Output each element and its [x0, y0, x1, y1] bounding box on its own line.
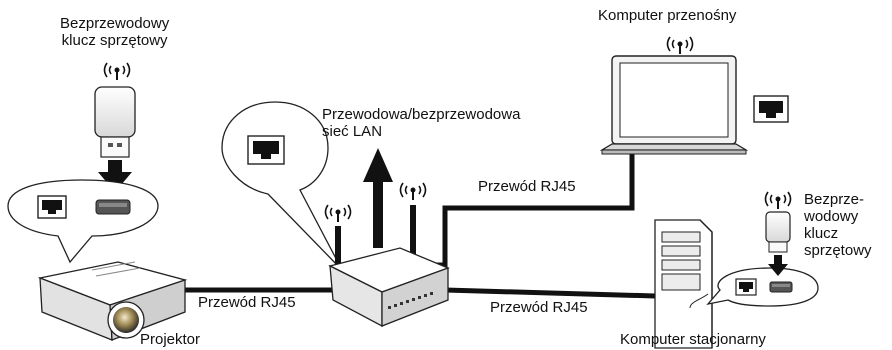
projector-ports-callout	[7, 179, 159, 264]
router-icon	[328, 205, 450, 328]
dongle-label: Bezprzewodowy klucz sprzętowy	[60, 15, 170, 49]
wireless-signal-icon	[103, 62, 131, 80]
projector-label: Projektor	[140, 331, 201, 348]
desktop-label: Komputer stacjonarny	[620, 331, 766, 348]
ethernet-port-icon	[37, 195, 67, 219]
laptop-icon	[599, 55, 749, 155]
usb-dongle-icon	[765, 211, 791, 253]
wireless-signal-icon	[399, 182, 427, 200]
usb-port-icon	[95, 199, 131, 215]
cable-label-desktop: Przewód RJ45	[490, 299, 588, 316]
ethernet-port-icon	[247, 135, 285, 165]
ethernet-port-icon	[753, 95, 789, 123]
down-arrow-icon	[98, 160, 132, 192]
desktop-ports-callout	[706, 267, 819, 307]
cable-router-desktop	[444, 287, 656, 299]
lan-label: Przewodowa/bezprzewodowa sieć LAN	[322, 106, 521, 140]
wireless-signal-icon	[666, 36, 694, 54]
desktop-tower-icon	[654, 219, 713, 349]
usb-port-icon	[769, 281, 793, 293]
cable-label-laptop: Przewód RJ45	[478, 178, 576, 195]
wireless-signal-icon	[764, 191, 792, 209]
cable-label-projector: Przewód RJ45	[198, 294, 296, 311]
laptop-label: Komputer przenośny	[598, 7, 737, 24]
down-arrow-icon	[768, 255, 788, 276]
wireless-signal-icon	[324, 204, 352, 222]
usb-dongle-icon	[94, 86, 136, 158]
ethernet-port-icon	[735, 278, 757, 296]
right-dongle-label: Bezprze- wodowy klucz sprzętowy	[804, 191, 872, 259]
cable-router-laptop	[420, 148, 635, 268]
projector-icon	[37, 261, 188, 341]
up-arrow-icon	[363, 148, 393, 248]
